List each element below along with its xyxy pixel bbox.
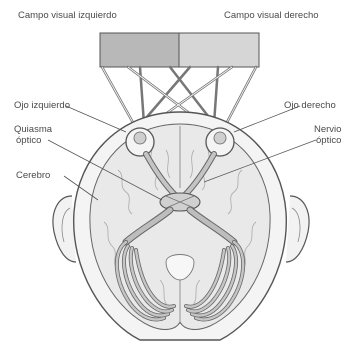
right-eye-label: Ojo derecho <box>284 100 336 111</box>
right-eye <box>206 128 234 156</box>
optic-chiasm <box>160 193 200 211</box>
left-eye <box>126 128 154 156</box>
right-ear <box>286 196 309 262</box>
brain-label: Cerebro <box>16 170 50 181</box>
left-visual-field-label: Campo visual izquierdo <box>18 10 117 21</box>
right-visual-field-label: Campo visual derecho <box>224 10 319 21</box>
right-visual-field-box <box>179 33 259 67</box>
left-ear <box>53 196 76 262</box>
left-visual-field-box <box>100 33 179 67</box>
optic-nerve-label-line2: óptico <box>316 135 341 146</box>
optic-nerve-label-line1: Nervio <box>314 124 341 135</box>
optic-chiasm-label-line2: óptico <box>16 135 41 146</box>
left-eye-label: Ojo izquierdo <box>14 100 70 111</box>
optic-chiasm-label-line1: Quiasma <box>14 124 52 135</box>
